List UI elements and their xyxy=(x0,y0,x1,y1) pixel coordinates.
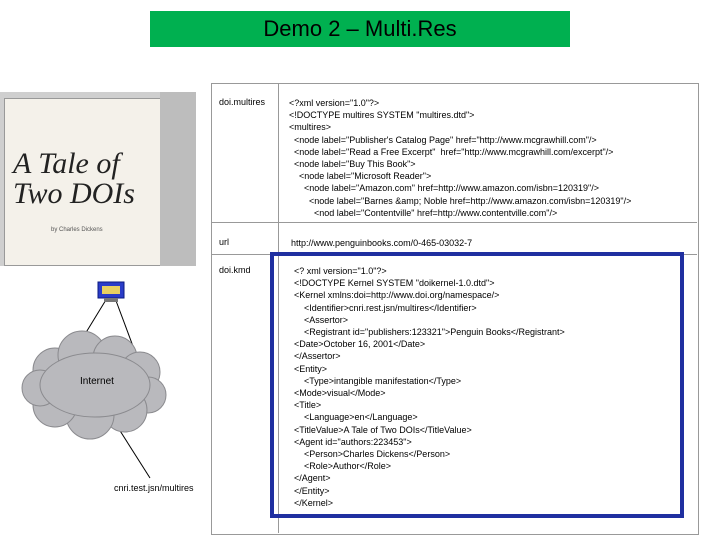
code-line: <Language>en</Language> xyxy=(294,412,418,423)
code-line: <node label="Barnes &amp; Noble href=htt… xyxy=(289,195,632,206)
slide-title-bar: Demo 2 – Multi.Res xyxy=(150,11,570,47)
code-line: <nod label="Contentville" href=http://ww… xyxy=(289,207,558,218)
code-line: <TitleValue>A Tale of Two DOIs</TitleVal… xyxy=(294,424,472,435)
code-line: <!DOCTYPE multires SYSTEM "multires.dtd"… xyxy=(289,110,475,121)
book-cover: A Tale of Two DOIs by Charles Dickens xyxy=(4,98,162,266)
code-line: <Kernel xmlns:doi=http://www.doi.org/nam… xyxy=(294,290,500,301)
code-line: <?xml version="1.0"?> xyxy=(289,98,380,108)
row-divider-1 xyxy=(211,222,697,223)
slide-title: Demo 2 – Multi.Res xyxy=(263,16,457,41)
code-line: http://www.penguinbooks.com/0-465-03032-… xyxy=(291,238,473,248)
code-line: <Mode>visual</Mode> xyxy=(294,388,386,399)
code-line: <Entity> xyxy=(294,363,328,374)
code-line: </Kernel> xyxy=(294,497,334,508)
code-line: <Date>October 16, 2001</Date> xyxy=(294,339,426,350)
column-divider xyxy=(278,83,279,533)
kernel-highlight-box xyxy=(270,252,684,518)
handle-server-icon xyxy=(97,281,125,302)
book-shadow xyxy=(160,92,196,266)
code-line: </Agent> xyxy=(294,473,331,484)
code-line: <multires> xyxy=(289,122,332,133)
kernel-xml: <? xml version="1.0"?> <!DOCTYPE Kernel S… xyxy=(294,265,565,509)
code-line: <node label="Amazon.com" href=http://www… xyxy=(289,183,600,194)
row-key-url: url xyxy=(219,237,230,247)
book-cover-title: A Tale of Two DOIs xyxy=(13,147,135,210)
code-line: <Agent id="authors:223453"> xyxy=(294,436,412,447)
code-line: <Person>Charles Dickens</Person> xyxy=(294,449,451,460)
multires-xml: <?xml version="1.0"?> <!DOCTYPE multires … xyxy=(289,97,631,219)
cloud-icon xyxy=(21,330,167,440)
code-line: <node label="Publisher's Catalog Page" h… xyxy=(289,134,597,145)
code-line: <Assertor> xyxy=(294,314,349,325)
internet-label: Internet xyxy=(80,376,114,387)
code-line: <? xml version="1.0"?> xyxy=(294,266,387,276)
code-line: <Role>Author</Role> xyxy=(294,461,392,472)
code-line: <node label="Read a Free Excerpt" href="… xyxy=(289,146,614,157)
code-line: </Entity> xyxy=(294,485,330,496)
code-line: <!DOCTYPE Kernel SYSTEM "doikernel-1.0.d… xyxy=(294,278,495,289)
book-cover-author: by Charles Dickens xyxy=(51,227,103,233)
code-line: <Title> xyxy=(294,400,322,411)
network-diagram xyxy=(21,281,167,479)
server-label: cnri.test.jsn/multires xyxy=(114,483,194,493)
code-line: <Type>intangible manifestation</Type> xyxy=(294,375,462,386)
row-key-multires: doi.multires xyxy=(219,97,266,107)
code-line: <node label="Buy This Book"> xyxy=(289,159,416,170)
record-table xyxy=(211,83,699,535)
row-key-kmd: doi.kmd xyxy=(219,265,251,275)
code-line: </Assertor> xyxy=(294,351,341,362)
code-line: <node label="Microsoft Reader"> xyxy=(289,171,432,182)
code-line: <Identifier>cnri.rest.jsn/multires</Iden… xyxy=(294,302,477,313)
url-value: http://www.penguinbooks.com/0-465-03032-… xyxy=(291,237,472,249)
book-cover-image: A Tale of Two DOIs by Charles Dickens xyxy=(0,92,196,266)
code-line: <Registrant id="publishers:123321">Pengu… xyxy=(294,327,565,338)
